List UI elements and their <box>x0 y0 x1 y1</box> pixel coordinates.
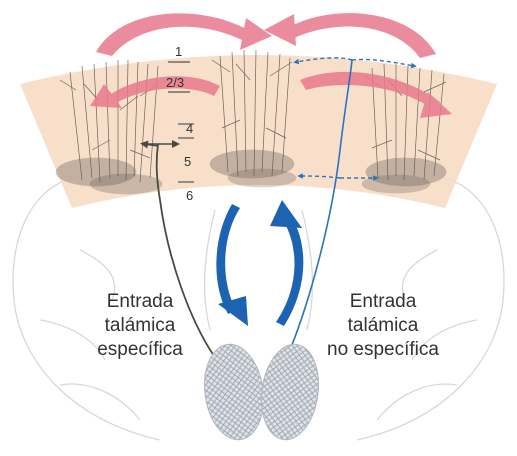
label-nonspecific-line-1: Entrada <box>318 290 448 314</box>
loop-arrow-down <box>216 204 240 314</box>
thalamocortical-loop <box>216 200 303 326</box>
label-specific-line-3: específica <box>80 338 200 362</box>
layer-label-5: 5 <box>184 154 191 169</box>
layer-label-2-3: 2/3 <box>166 75 184 90</box>
label-nonspecific-input: Entrada talámica no específica <box>318 290 448 362</box>
label-specific-line-1: Entrada <box>80 290 200 314</box>
layer-label-6: 6 <box>186 188 193 203</box>
layer-label-1: 1 <box>175 44 182 59</box>
pink-arrow-top-left <box>96 13 252 56</box>
thalamus <box>199 340 325 443</box>
layer-label-4: 4 <box>186 121 193 136</box>
label-nonspecific-line-3: no específica <box>318 338 448 362</box>
pink-arrow-top-right <box>284 13 436 58</box>
label-nonspecific-line-2: talámica <box>318 314 448 338</box>
label-specific-line-2: talámica <box>80 314 200 338</box>
loop-arrow-up <box>276 218 303 326</box>
label-specific-input: Entrada talámica específica <box>80 290 200 362</box>
